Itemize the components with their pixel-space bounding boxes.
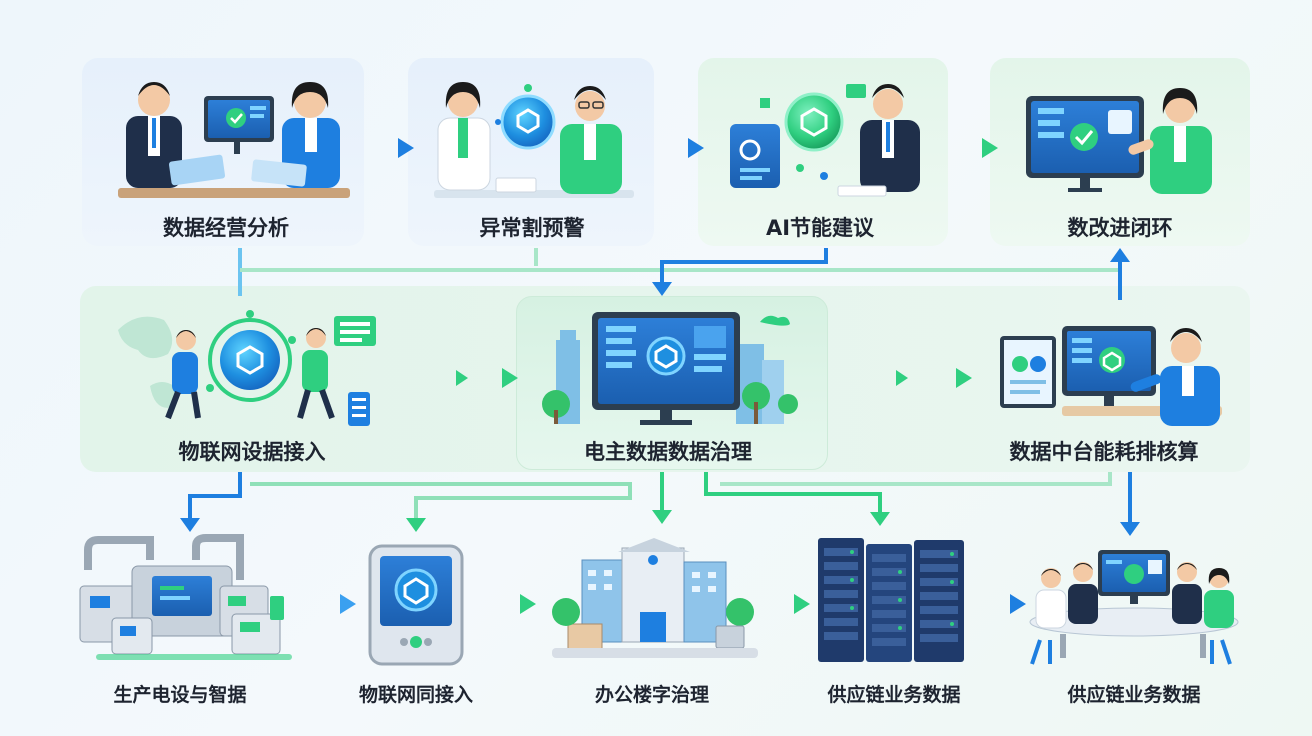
arrow-mid-2 bbox=[820, 368, 972, 388]
label-supply-chain-1: 供应链业务数据 bbox=[827, 684, 961, 706]
illustration-analysis bbox=[118, 82, 350, 198]
illustration-iot-device bbox=[368, 544, 464, 666]
illustration-office-building bbox=[552, 538, 758, 658]
label-iot-access: 物联网设据接入 bbox=[178, 440, 326, 464]
illustration-iot-access bbox=[118, 310, 376, 426]
label-office-building: 办公楼字治理 bbox=[594, 684, 710, 706]
label-iot-device: 物联网同接入 bbox=[358, 684, 474, 706]
label-data-governance: 电主数据数据治理 bbox=[584, 440, 752, 464]
connectors-lower bbox=[180, 472, 1140, 536]
illustration-closed-loop bbox=[1026, 88, 1212, 194]
illustration-warning bbox=[434, 82, 634, 198]
label-production-equipment: 生产电设与智据 bbox=[113, 684, 247, 706]
label-anomaly-warning: 异常割预警 bbox=[479, 216, 585, 240]
illustration-ai bbox=[730, 84, 920, 197]
label-supply-chain-2: 供应链业务数据 bbox=[1067, 684, 1201, 706]
illustration-carbon-accounting bbox=[1000, 326, 1222, 426]
label-ai-suggestion: AI节能建议 bbox=[765, 216, 875, 240]
arrows-top bbox=[360, 138, 998, 158]
illustration-production-equipment bbox=[79, 534, 292, 660]
label-data-analysis: 数据经营分析 bbox=[163, 216, 289, 240]
label-closed-loop: 数改进闭环 bbox=[1067, 216, 1173, 240]
illustration-server-racks bbox=[818, 538, 964, 662]
connectors-upper bbox=[238, 248, 1130, 300]
arrow-mid-1 bbox=[376, 368, 518, 388]
label-carbon-accounting: 数据中台能耗排核算 bbox=[1009, 440, 1199, 464]
illustration-data-governance bbox=[542, 312, 798, 425]
illustration-meeting bbox=[1029, 550, 1239, 665]
arrows-bottom bbox=[294, 594, 1026, 614]
